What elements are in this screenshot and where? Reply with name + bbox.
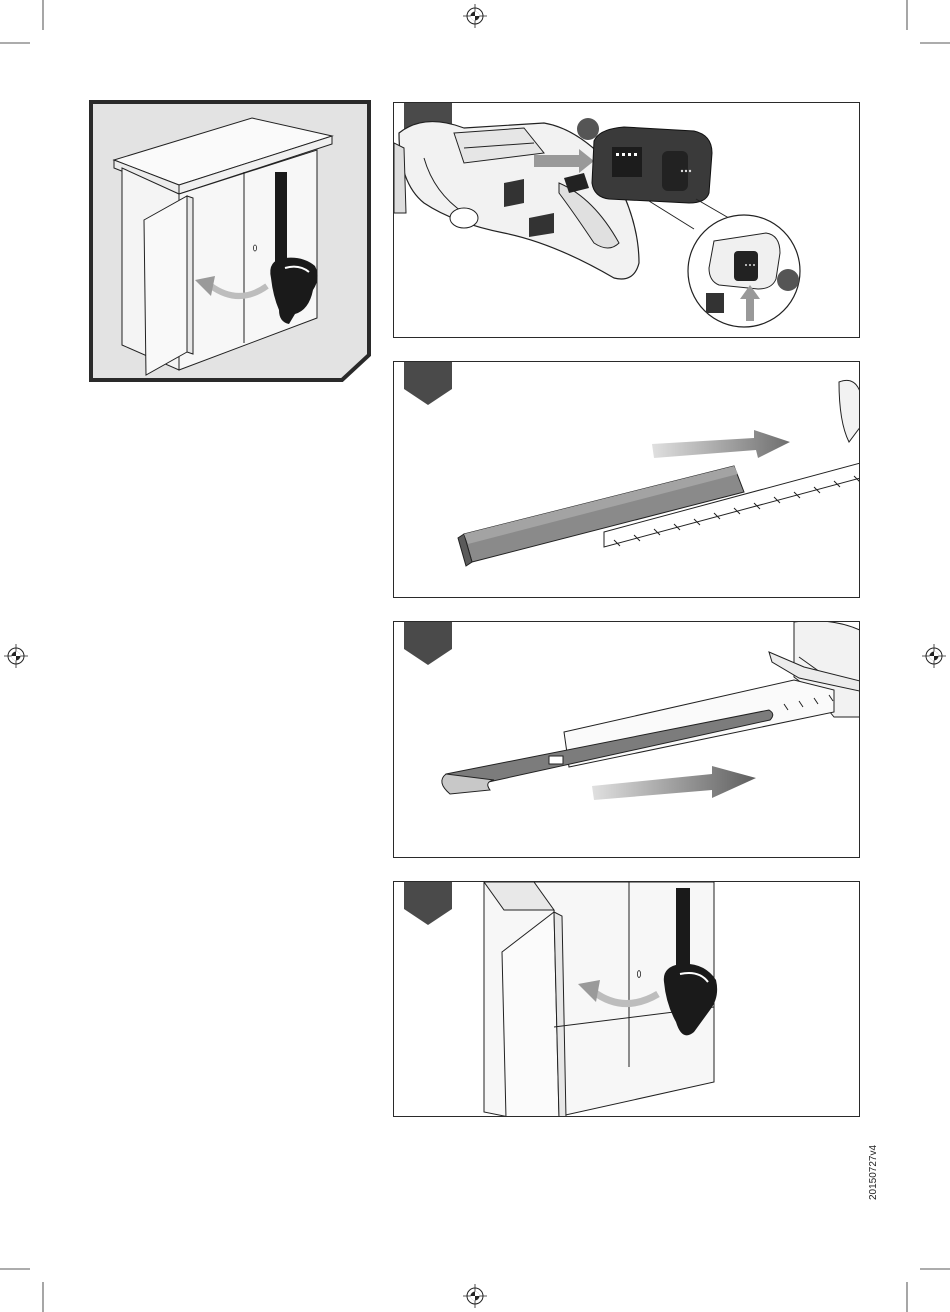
registration-mark-right [922,644,946,668]
cabinet-hanging-icon [89,100,371,382]
blade-guard-remove-icon [394,622,860,858]
blade-guard-remove-panel [393,621,860,858]
storage-overview-panel [89,100,371,382]
cabinet-store-panel [393,881,860,1117]
version-code-wrapper: 20150727v4 [868,1140,882,1200]
battery-removal-panel [393,102,860,338]
blade-guard-fit-panel [393,361,860,598]
cabinet-store-icon [394,882,860,1117]
blade-guard-slide-icon [394,362,860,598]
registration-mark-bottom [463,1284,487,1308]
battery-removal-icon [394,103,860,338]
registration-mark-left [4,644,28,668]
version-code: 20150727v4 [868,1145,879,1200]
registration-mark-top [463,4,487,28]
